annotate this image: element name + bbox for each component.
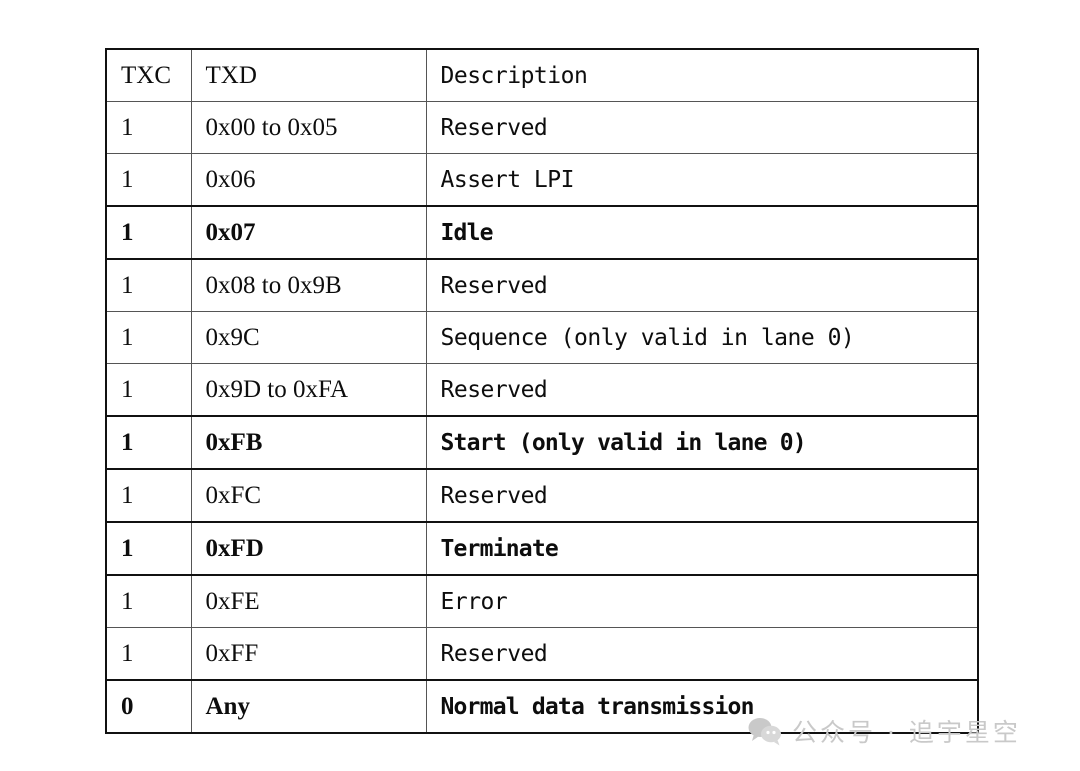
cell-desc: Reserved (425, 101, 979, 154)
column-header-desc: Description (425, 48, 979, 102)
cell-txd: 0xFB (190, 415, 427, 470)
cell-txd: 0xFE (190, 574, 427, 628)
cell-desc: Start (only valid in lane 0) (425, 415, 979, 470)
cell-txc: 1 (105, 627, 192, 681)
cell-desc: Reserved (425, 258, 979, 312)
cell-txd: 0x9C (190, 311, 427, 364)
column-header-txd: TXD (190, 48, 427, 102)
cell-txc: 1 (105, 521, 192, 576)
cell-txd: 0xFF (190, 627, 427, 681)
column-header-txc: TXC (105, 48, 192, 102)
cell-txc: 1 (105, 363, 192, 417)
cell-txc: 1 (105, 574, 192, 628)
cell-txc: 1 (105, 415, 192, 470)
cell-txd: Any (190, 679, 427, 734)
cell-desc: Reserved (425, 468, 979, 523)
cell-txc: 1 (105, 258, 192, 312)
cell-txc: 1 (105, 468, 192, 523)
cell-txc: 0 (105, 679, 192, 734)
cell-txc: 1 (105, 153, 192, 207)
cell-desc: Reserved (425, 363, 979, 417)
cell-desc: Normal data transmission (425, 679, 979, 734)
cell-desc: Idle (425, 205, 979, 260)
cell-desc: Terminate (425, 521, 979, 576)
cell-txd: 0xFC (190, 468, 427, 523)
cell-txd: 0x00 to 0x05 (190, 101, 427, 154)
cell-txd: 0x08 to 0x9B (190, 258, 427, 312)
cell-txd: 0x9D to 0xFA (190, 363, 427, 417)
cell-desc: Assert LPI (425, 153, 979, 207)
cell-txd: 0x07 (190, 205, 427, 260)
cell-desc: Error (425, 574, 979, 628)
cell-txd: 0xFD (190, 521, 427, 576)
cell-desc: Sequence (only valid in lane 0) (425, 311, 979, 364)
cell-txd: 0x06 (190, 153, 427, 207)
cell-desc: Reserved (425, 627, 979, 681)
cell-txc: 1 (105, 205, 192, 260)
cell-txc: 1 (105, 311, 192, 364)
cell-txc: 1 (105, 101, 192, 154)
